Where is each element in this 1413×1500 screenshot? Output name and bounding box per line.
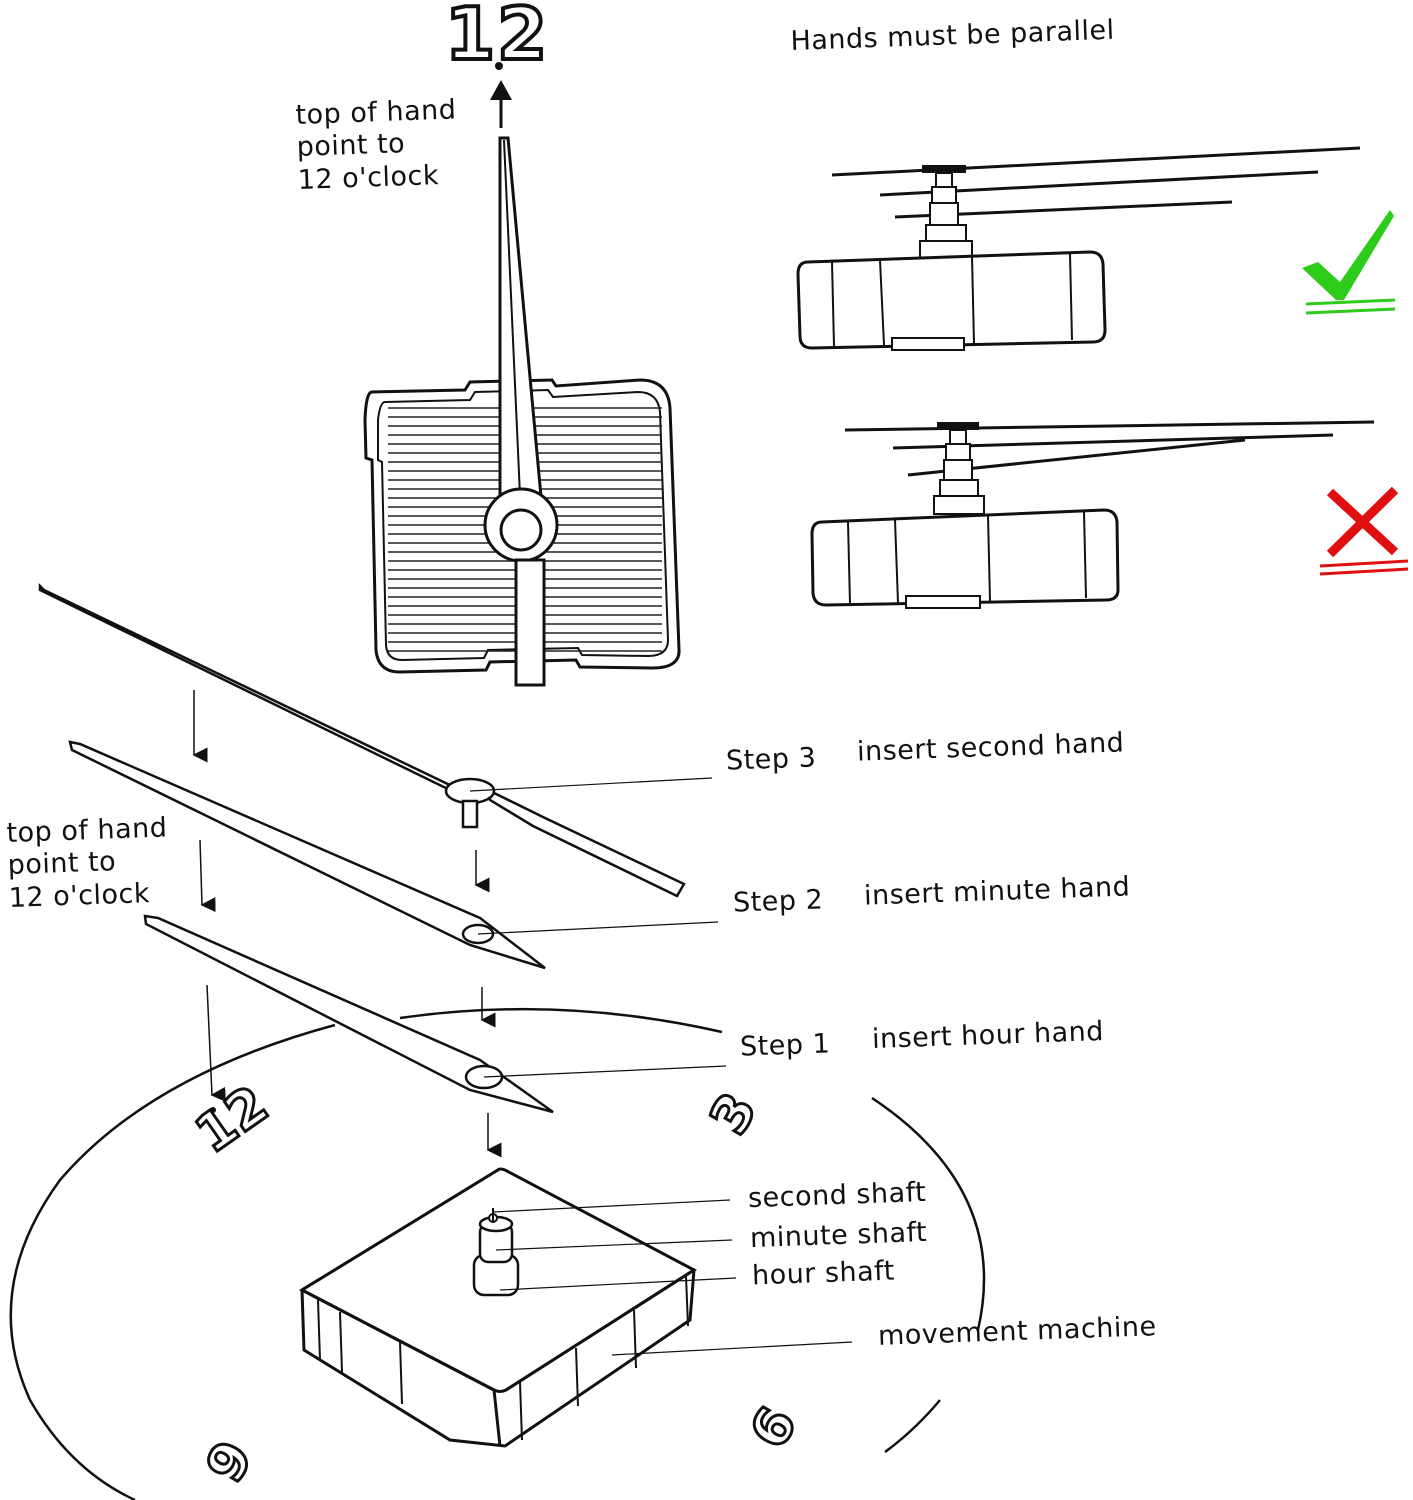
note-line-1: top of hand [295,94,457,131]
twelve-oclock-marker: 12 [443,0,550,78]
movement-machine [298,1167,697,1448]
front-movement-illustration [363,136,681,687]
non-parallel-hands-side-view-wrong [810,420,1375,609]
check-mark-icon [1302,210,1396,315]
top-hand-note-lower: top of hand point to 12 o'clock [6,812,170,915]
clock-dial [9,1007,986,1500]
top-hand-note-upper: top of hand point to 12 o'clock [295,94,459,197]
step-2-label: Step 2 [732,884,824,919]
parallel-hands-side-view-correct [796,146,1361,351]
note-line-3: 12 o'clock [297,159,440,196]
assembly-arrows [192,690,502,1158]
minute-shaft-label: minute shaft [749,1216,928,1255]
top-pointer-arrow [490,62,512,128]
step-1-label: Step 1 [739,1028,831,1063]
step-3-label: Step 3 [725,742,817,777]
step-leader-lines [469,777,727,1078]
cross-mark-icon [1319,486,1409,576]
hour-shaft-label: hour shaft [751,1255,896,1292]
hour-hand [143,914,554,1114]
note-line-1: top of hand [6,812,168,849]
second-hand [38,582,686,898]
note-line-3: 12 o'clock [8,877,151,914]
second-shaft-label: second shaft [747,1176,927,1215]
part-leader-lines [492,1199,853,1356]
